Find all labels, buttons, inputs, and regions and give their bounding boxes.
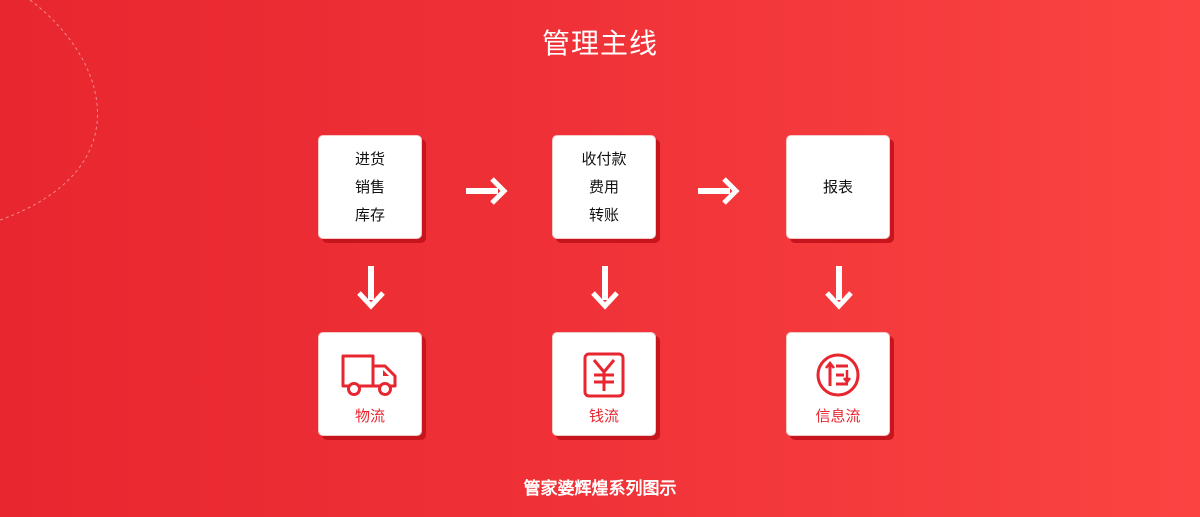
process-card-report: 报表 — [786, 135, 890, 239]
right-arrow-icon — [466, 177, 508, 205]
process-line: 进货 — [354, 150, 385, 168]
process-card-payment: 收付款 费用 转账 — [552, 135, 656, 239]
process-line: 销售 — [354, 178, 385, 196]
output-label: 钱流 — [588, 407, 619, 425]
process-card-trade: 进货 销售 库存 — [318, 135, 422, 239]
page-title: 管理主线 — [541, 27, 658, 60]
output-label: 物流 — [354, 407, 385, 425]
down-arrow-icon — [825, 266, 853, 310]
output-card-logistics: 物流 — [318, 332, 422, 436]
list-circle-icon — [807, 351, 869, 399]
down-arrow-icon — [357, 266, 385, 310]
truck-icon — [339, 351, 401, 399]
process-line: 转账 — [588, 206, 619, 224]
yen-icon — [573, 351, 635, 399]
down-arrow-icon — [591, 266, 619, 310]
process-line: 库存 — [354, 206, 385, 224]
output-label: 信息流 — [815, 407, 861, 425]
right-arrow-icon — [698, 177, 740, 205]
process-line: 收付款 — [581, 150, 627, 168]
output-card-money: 钱流 — [552, 332, 656, 436]
output-card-information: 信息流 — [786, 332, 890, 436]
process-line: 报表 — [822, 178, 853, 196]
process-line: 费用 — [588, 178, 619, 196]
diagram-caption: 管家婆辉煌系列图示 — [523, 479, 677, 499]
